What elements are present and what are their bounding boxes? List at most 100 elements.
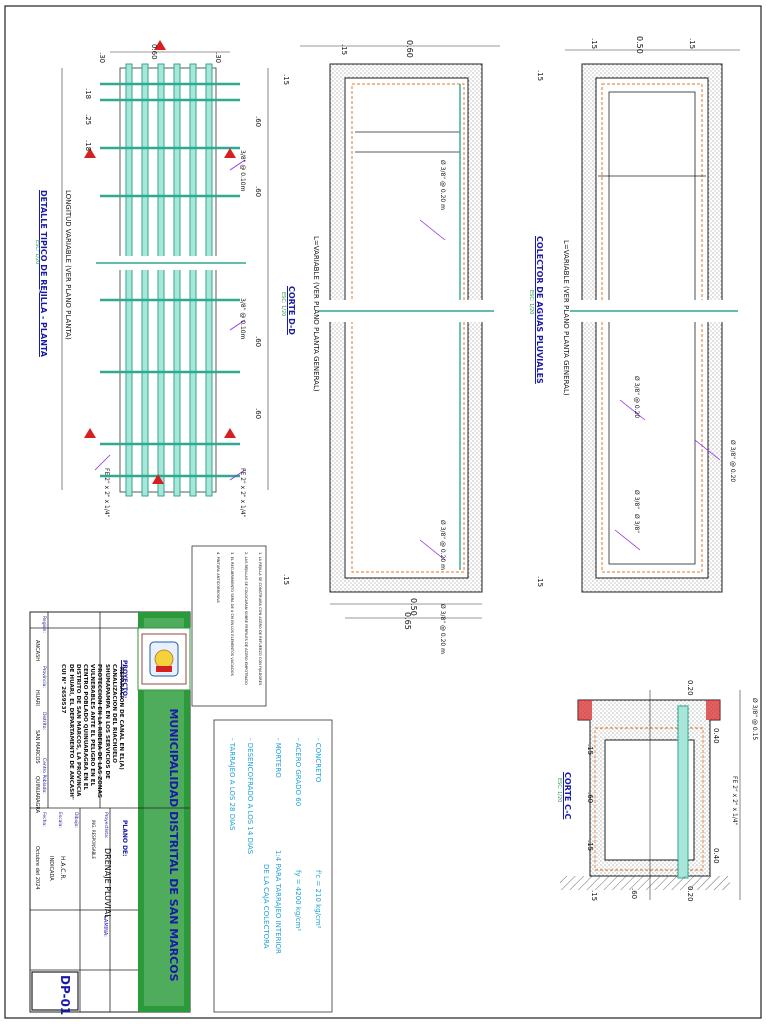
distrito-label: Distrito: <box>41 712 46 730</box>
plano-label: PLANO DE: <box>121 820 128 857</box>
grate-long-bar-1 <box>125 63 133 497</box>
spec-mortero-label: - MORTERO <box>274 738 282 778</box>
section-cc-concrete <box>577 699 721 877</box>
section-cc-note-frame: FE 2" x 2" x 1/4" <box>731 776 738 826</box>
section-dd-dim-top: .15 <box>340 44 348 56</box>
section-cc-dim-020a: 0.20 <box>686 680 694 696</box>
dibujo-value: H.A.C.R. <box>59 856 66 881</box>
distrito-value: SAN MARCOS <box>34 730 40 764</box>
spec-mortero-value: 1:4 PARA TARRAJEO INTERIOR <box>274 850 282 954</box>
grate-note-edge: FE 2" x 2" x 1/4" <box>103 468 110 518</box>
region-value: ANCASH <box>34 640 40 662</box>
section-cc-dim-15c: .15 <box>590 890 598 902</box>
dibujo-label: Dibujo: <box>73 812 78 828</box>
notes-box <box>191 545 267 707</box>
section-dd-dim-right: .15 <box>282 574 290 586</box>
grate-length-label: LONGITUD VARIABLE (VER PLANO PLANTA) <box>64 190 72 340</box>
section-cc-note-top: Ø 3/8" @ 0.15 <box>751 698 758 741</box>
title-block <box>29 611 191 1013</box>
section-cc <box>560 690 741 900</box>
grate-title: DETALLE TIPICO DE REJILLA - PLANTA <box>39 190 48 357</box>
proyectista-label: Proyectista: <box>103 812 108 839</box>
section-marker-top-center <box>154 40 166 50</box>
grate-long-bar-3 <box>157 63 165 497</box>
section-dd-title: CORTE D-D <box>287 286 296 335</box>
lamina-label: LAMINA: <box>102 916 108 937</box>
note-line-2: 2. LAS REJILLAS SE COLOCARAN SOBRE PERFI… <box>244 552 248 685</box>
fecha-label: Fecha: <box>41 812 46 827</box>
note-line-3: 3. EL RECUBRIMIENTO SERA DE 4 CM EN LOS … <box>230 552 234 676</box>
grate-note-bar2: 3/8" @ 0.10m <box>239 298 246 340</box>
section-marker-top-left <box>84 148 96 158</box>
section-cc-dim-15b: .15 <box>586 840 594 852</box>
section-cc-dim-60a: .60 <box>586 792 594 804</box>
grate-dim-left: .30 <box>98 52 106 64</box>
escala-value: INDICADA <box>48 856 54 881</box>
section-cc-dim-040b: 0.40 <box>712 848 720 864</box>
spec-mortero-value2: DE LA CAJA COLECTORA <box>262 864 270 949</box>
grate-dim-25: .25 <box>84 114 92 126</box>
spec-tarrajeo: - TARRAJEO A LOS 28 DIAS <box>228 738 236 831</box>
plano-value: DRENAJE PLUVIAL <box>103 848 112 919</box>
escala-label: Escala: <box>57 812 62 828</box>
section-marker-bottom-left <box>84 428 96 438</box>
grate-rebars <box>100 63 240 497</box>
colector-concrete <box>581 63 723 593</box>
section-dd-note-1: Ø 3/8" @ 0.20 m <box>439 160 446 210</box>
colector-note-4: Ø 3/8" <box>633 514 640 534</box>
spec-acero-label: - ACERO GRADO 60 <box>294 738 302 807</box>
section-dd-dim-width: 0.60 <box>405 40 414 58</box>
colector-dim-top: .15 <box>536 70 544 82</box>
note-line-1: 1. LA REJILLA SE CONSTRUIRA CON ACERO DE… <box>258 552 262 686</box>
colector-title: COLECTOR DE AGUAS PLUVIALES <box>535 236 544 384</box>
section-marker-top-right <box>224 148 236 158</box>
region-label: Region: <box>41 616 46 633</box>
cp-label: Centro Poblado: <box>41 758 46 794</box>
lamina-value: DP-01 <box>58 975 72 1016</box>
section-dd <box>300 45 500 619</box>
spec-concreto-label: - CONCRETO <box>314 738 322 783</box>
grate-spacing-3: .60 <box>254 336 262 348</box>
proyectista-value: ING. RESPONSABLE <box>91 820 96 860</box>
colector-length: L=VARIABLE (VER PLANO PLANTA GENERAL) <box>562 240 570 396</box>
grate-plan <box>61 40 269 497</box>
municipality-title: MUNICIPALIDAD DISTRITAL DE SAN MARCOS <box>167 708 180 982</box>
note-line-4: 4. PINTURA ANTICORROSIVA <box>216 552 220 603</box>
grate-dim-18b: .18 <box>84 140 92 152</box>
grate-scale: ESC: 1/20 <box>34 240 40 265</box>
cp-value: QUINUARAGRA <box>34 776 40 814</box>
section-colector <box>565 49 740 593</box>
section-dd-scale: ESC: 1/20 <box>280 292 286 317</box>
grate-long-bar-4 <box>173 63 181 497</box>
grate-spacing-4: .60 <box>254 408 262 420</box>
section-cc-dim-60b: .60 <box>630 888 638 900</box>
section-dd-note-3: Ø 3/8" @ 0.20 m <box>439 604 446 654</box>
provincia-value: HUARI <box>34 690 40 706</box>
colector-note-1: Ø 3/8" @ 0.20 <box>633 376 640 419</box>
section-dd-dim-left: .15 <box>282 74 290 86</box>
section-cc-title: CORTE C-C <box>563 772 572 820</box>
provincia-label: Provincia: <box>41 666 46 688</box>
section-dd-concrete <box>329 63 483 593</box>
grate-long-bar-6 <box>205 63 213 497</box>
grate-long-bar-5 <box>189 63 197 497</box>
colector-note-3: Ø 3/8" <box>633 490 640 510</box>
grate-dim-top: 0.60 <box>150 44 158 60</box>
section-cc-dim-15a: .15 <box>586 744 594 756</box>
section-marker-bottom-right <box>224 428 236 438</box>
spec-concreto-value: f'c = 210 kg/cm² <box>314 870 322 929</box>
sheet-border <box>4 5 762 1019</box>
grate-dim-right: .30 <box>214 52 222 64</box>
section-dd-length: L=VARIABLE (VER PLANO PLANTA GENERAL) <box>312 236 320 392</box>
grate-note-edge2: FE 2" x 2" x 1/4" <box>239 468 246 518</box>
grate-dim-18a: .18 <box>84 88 92 100</box>
section-cc-dim-020b: 0.20 <box>686 886 694 902</box>
section-cc-dim-040a: 0.40 <box>712 728 720 744</box>
municipality-logo <box>149 641 179 677</box>
section-dd-note-2: Ø 3/8" @ 0.20 m <box>439 520 446 570</box>
grate-note-bar: 3/8" @ 0.10m <box>239 150 246 192</box>
grate-spacing-2: .60 <box>254 186 262 198</box>
colector-dim-wall-l: .15 <box>590 38 598 50</box>
section-dd-dim-bottom-2: 0.65 <box>403 612 412 630</box>
